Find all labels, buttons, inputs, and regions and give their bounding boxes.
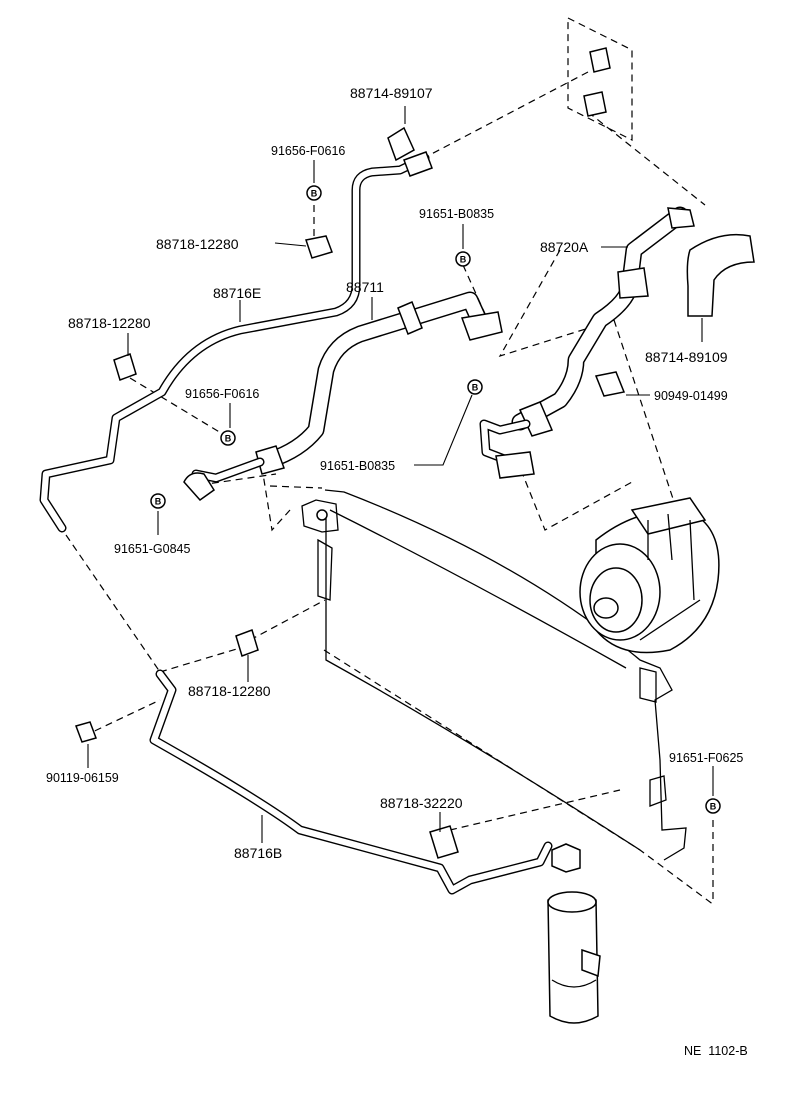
bolt-badge-icon: B (150, 493, 166, 509)
bolt-badges: B B B B B B (150, 185, 721, 814)
part-labels: 88714-89107 91656-F0616 88718-12280 8871… (46, 85, 748, 1058)
svg-text:B: B (155, 497, 162, 507)
hose-sleeve-88714-89107 (387, 126, 415, 162)
mount-bolts-box (567, 17, 633, 141)
clamp-90949-01499 (594, 371, 626, 397)
footer-code: NE 1102-B (684, 1044, 748, 1058)
label-88718-12280-low: 88718-12280 (188, 683, 271, 699)
small-parts (75, 47, 755, 859)
condenser (301, 489, 687, 861)
bolt-90119-06159-icon (75, 721, 97, 743)
bolt-badge-icon: B (705, 798, 721, 814)
label-88711: 88711 (346, 279, 384, 295)
svg-text:B: B (460, 255, 467, 265)
label-91651-f0625: 91651-F0625 (669, 751, 743, 765)
pipe-88716e (39, 151, 433, 533)
bolt-badge-icon: B (455, 251, 471, 267)
label-91651-g0845: 91651-G0845 (114, 542, 191, 556)
hose-88711 (183, 291, 503, 502)
label-88718-12280-left: 88718-12280 (68, 315, 151, 331)
svg-text:B: B (710, 802, 717, 812)
label-91656-f0616-top: 91656-F0616 (271, 144, 345, 158)
label-88718-12280-top: 88718-12280 (156, 236, 239, 252)
label-88716e: 88716E (213, 285, 261, 301)
leader-lines (87, 106, 714, 843)
label-88720a: 88720A (540, 239, 589, 255)
label-90949-01499: 90949-01499 (654, 389, 728, 403)
clamp-88718-12280-left (113, 353, 137, 381)
bolt-badge-icon: B (467, 379, 483, 395)
clamp-88718-32220 (429, 825, 459, 859)
receiver-drier (547, 843, 601, 1024)
svg-text:B: B (311, 189, 318, 199)
label-88716b: 88716B (234, 845, 282, 861)
label-91651-b0835-mid: 91651-B0835 (320, 459, 395, 473)
hose-sleeve-88714-89109 (686, 233, 755, 317)
condenser-bracket (301, 499, 339, 533)
label-90119-06159: 90119-06159 (46, 771, 119, 785)
label-88718-32220: 88718-32220 (380, 795, 463, 811)
label-88714-89109: 88714-89109 (645, 349, 728, 365)
mount-bolt-lower-icon (583, 91, 607, 117)
clamp-88718-12280-top (305, 235, 333, 259)
bolt-badge-icon: B (220, 430, 236, 446)
svg-text:B: B (472, 383, 479, 393)
bolt-badge-icon: B (306, 185, 322, 201)
hose-88720a (479, 206, 695, 479)
dashed-reference-lines (65, 17, 715, 906)
label-88714-89107: 88714-89107 (350, 85, 433, 101)
svg-text:B: B (225, 434, 232, 444)
mount-bolt-upper-icon (589, 47, 611, 73)
label-91656-f0616-mid: 91656-F0616 (185, 387, 259, 401)
pipe-88716b (149, 669, 553, 895)
clamp-88718-12280-low (235, 629, 259, 657)
label-91651-b0835-top: 91651-B0835 (419, 207, 494, 221)
compressor (579, 497, 720, 654)
